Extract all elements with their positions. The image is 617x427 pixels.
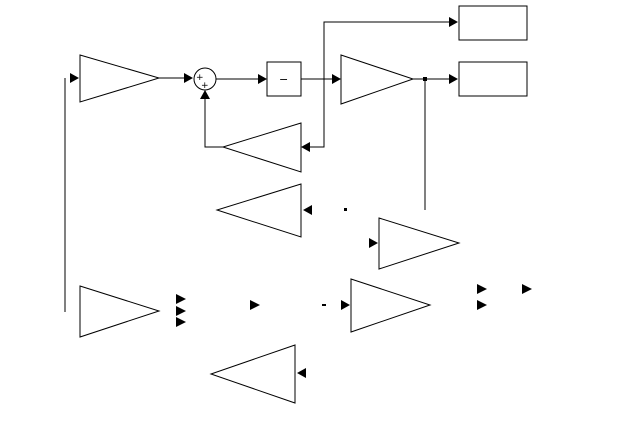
- mux-input-arrow-1: [176, 294, 186, 304]
- feedback-gain-block[interactable]: [221, 122, 302, 173]
- gain-block-7-left[interactable]: [209, 344, 296, 404]
- scope-block-bottom[interactable]: [458, 61, 528, 97]
- mux-input-arrow-3: [176, 317, 186, 327]
- output-arrow-1: [477, 284, 487, 294]
- bottom-scope-input-arrow: [449, 74, 458, 84]
- left-input-arrow: [70, 73, 79, 83]
- gain-block-5[interactable]: [79, 285, 161, 338]
- small-port-marker-1: [344, 208, 347, 211]
- output-arrow-2: [522, 284, 532, 294]
- scope-block-top[interactable]: [458, 5, 528, 41]
- subtract-block[interactable]: −: [266, 61, 302, 97]
- small-port-marker-2: [322, 304, 326, 306]
- mux-input-arrow-2: [176, 306, 186, 316]
- top-scope-input-arrow: [449, 17, 458, 27]
- sum-bottom-input-arrow: [200, 90, 210, 99]
- gain4-input-arrow: [369, 238, 378, 248]
- gain-block-6[interactable]: [350, 278, 432, 333]
- feedback-gain-input-arrow: [301, 142, 310, 152]
- gain-block-2[interactable]: [340, 54, 415, 105]
- wire-feedback-in: [310, 79, 325, 148]
- sum-junction[interactable]: + +: [193, 67, 217, 91]
- gain-block-1[interactable]: [79, 54, 161, 103]
- gain-block-4[interactable]: [378, 217, 461, 270]
- gain-block-3-left[interactable]: [215, 183, 302, 238]
- wire-feedback-to-sum: [204, 99, 223, 148]
- output-arrow-3: [477, 300, 487, 310]
- mid-input-arrow: [250, 300, 260, 310]
- gain2-input-arrow: [332, 74, 341, 84]
- sum-sign-bottom: +: [201, 81, 209, 91]
- gain6-input-arrow: [341, 300, 350, 310]
- subtract-block-label: −: [279, 73, 288, 86]
- gain7-input-arrow: [297, 368, 306, 378]
- gain3-input-arrow: [303, 205, 312, 215]
- subtract-input-arrow: [258, 74, 267, 84]
- sum-input-arrow: [184, 73, 193, 83]
- wire-branch-to-top-scope: [323, 21, 449, 79]
- sum-sign-top: +: [196, 73, 204, 83]
